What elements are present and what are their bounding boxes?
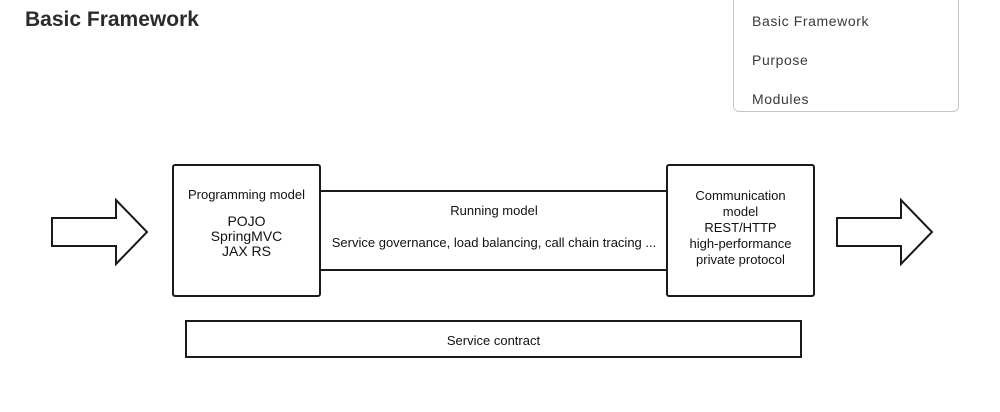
programming-model-item: SpringMVC (210, 228, 283, 244)
communication-model-item: REST/HTTP (704, 220, 777, 235)
communication-model-content: Communication model REST/HTTP high-perfo… (668, 188, 813, 268)
table-of-contents: Basic Framework Purpose Modules (733, 0, 959, 112)
page-title: Basic Framework (25, 8, 199, 31)
programming-model-item: POJO (227, 213, 266, 229)
toc-item-purpose[interactable]: Purpose (752, 52, 809, 68)
toc-item-basic-framework[interactable]: Basic Framework (752, 13, 870, 29)
input-arrow-icon (51, 198, 149, 266)
programming-model-box: Programming model POJO SpringMVC JAX RS (172, 164, 321, 297)
running-model-box: Running model Service governance, load b… (318, 190, 670, 271)
programming-model-title: Programming model (187, 187, 306, 202)
communication-model-box: Communication model REST/HTTP high-perfo… (666, 164, 815, 297)
output-arrow-icon (836, 198, 934, 266)
running-model-description: Service governance, load balancing, call… (331, 235, 657, 250)
communication-model-title-line: model (722, 204, 759, 219)
service-contract-box: Service contract (185, 320, 802, 358)
communication-model-item: private protocol (696, 252, 785, 267)
toc-item-modules[interactable]: Modules (752, 91, 810, 107)
programming-model-items: POJO SpringMVC JAX RS (174, 214, 319, 259)
communication-model-item: high-performance (689, 236, 792, 251)
running-model-title: Running model (450, 203, 538, 218)
service-contract-label: Service contract (446, 333, 541, 348)
programming-model-item: JAX RS (221, 243, 271, 259)
communication-model-title-line: Communication (695, 188, 786, 203)
